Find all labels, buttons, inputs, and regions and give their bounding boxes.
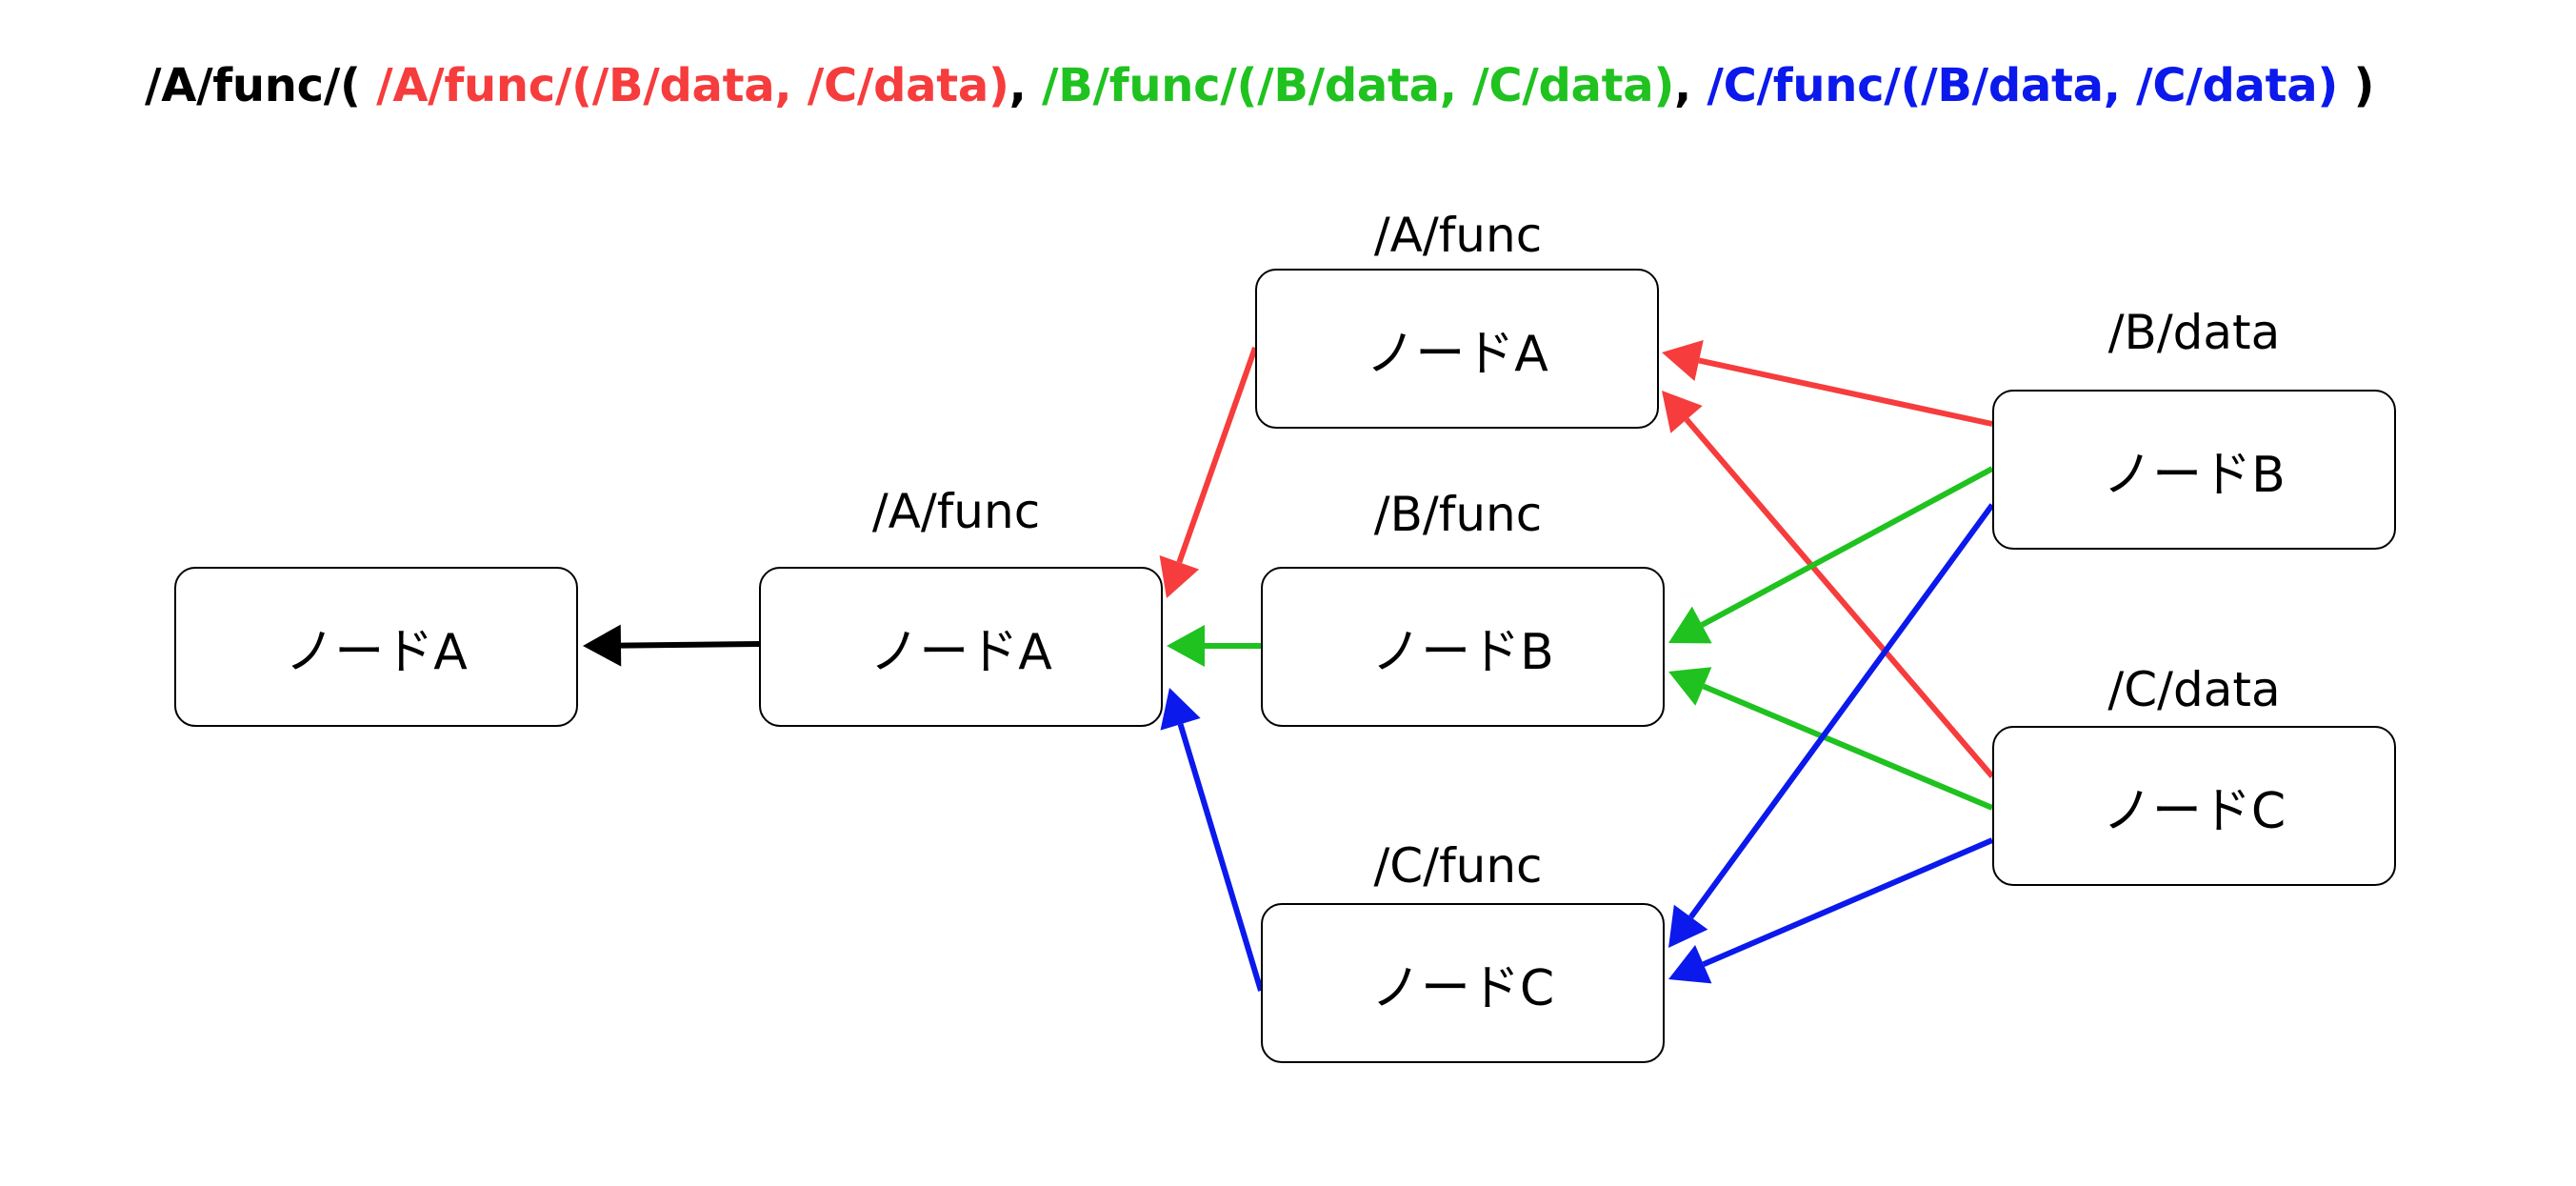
node-data-b[interactable]: ノードB bbox=[1992, 390, 2396, 550]
arrowhead-func-b-to-root bbox=[1167, 625, 1205, 667]
node-func-b-name: ノードB bbox=[1371, 623, 1554, 681]
label-func-a: /A/func bbox=[1373, 208, 1543, 263]
arrowhead-data-b-to-func-b bbox=[1668, 606, 1712, 644]
node-data-b-name: ノードB bbox=[2103, 446, 2286, 504]
node-func-a-name: ノードA bbox=[1366, 325, 1548, 383]
heading-sep-1: , bbox=[1008, 59, 1027, 112]
arrowhead-data-c-to-func-a bbox=[1662, 391, 1703, 433]
edge-root-to-result bbox=[620, 641, 760, 649]
node-result-name: ノードA bbox=[285, 623, 468, 681]
edge-data-c-to-func-b bbox=[1702, 683, 1994, 811]
node-root-name: ノードA bbox=[869, 623, 1052, 681]
node-root[interactable]: ノードA bbox=[759, 567, 1163, 727]
arrowhead-data-c-to-func-c bbox=[1668, 945, 1712, 984]
edge-func-a-to-root bbox=[1176, 346, 1258, 564]
edge-data-c-to-func-c bbox=[1702, 837, 1994, 967]
heading-part-c: /C/func/(/B/data, /C/data) bbox=[1707, 59, 2339, 112]
edge-func-c-to-root bbox=[1177, 723, 1264, 992]
label-func-c: /C/func bbox=[1373, 838, 1543, 894]
node-result[interactable]: ノードA bbox=[174, 567, 578, 727]
label-root: /A/func bbox=[871, 484, 1041, 539]
heading-part-a: /A/func/(/B/data, /C/data) bbox=[376, 59, 1009, 112]
arrowhead-data-c-to-func-b bbox=[1668, 667, 1712, 706]
heading-sep-2: , bbox=[1674, 59, 1691, 112]
node-data-c[interactable]: ノードC bbox=[1992, 726, 2396, 886]
arrowhead-root-to-result bbox=[583, 624, 622, 667]
heading-prefix: /A/func/( bbox=[145, 59, 361, 112]
expression-heading: /A/func/( /A/func/(/B/data, /C/data), /B… bbox=[145, 59, 2374, 112]
node-func-a[interactable]: ノードA bbox=[1255, 269, 1659, 429]
edge-data-c-to-func-a bbox=[1684, 417, 1995, 778]
edge-data-b-to-func-b bbox=[1700, 466, 1994, 628]
arrowhead-data-b-to-func-a bbox=[1662, 339, 1704, 381]
arrowhead-func-c-to-root bbox=[1160, 688, 1201, 731]
edge-data-b-to-func-c bbox=[1688, 503, 1995, 919]
edge-data-b-to-func-a bbox=[1698, 357, 1993, 427]
node-func-c-name: ノードC bbox=[1370, 959, 1555, 1017]
label-data-b: /B/data bbox=[2107, 305, 2281, 360]
arrowhead-func-a-to-root bbox=[1159, 554, 1200, 598]
node-func-c[interactable]: ノードC bbox=[1261, 903, 1665, 1063]
label-data-c: /C/data bbox=[2107, 662, 2281, 717]
heading-part-b: /B/func/(/B/data, /C/data) bbox=[1042, 59, 1675, 112]
heading-suffix: ) bbox=[2353, 59, 2375, 112]
arrowhead-data-b-to-func-c bbox=[1668, 904, 1708, 948]
label-func-b: /B/func bbox=[1373, 487, 1543, 542]
node-data-c-name: ノードC bbox=[2102, 782, 2286, 840]
node-func-b[interactable]: ノードB bbox=[1261, 567, 1665, 727]
